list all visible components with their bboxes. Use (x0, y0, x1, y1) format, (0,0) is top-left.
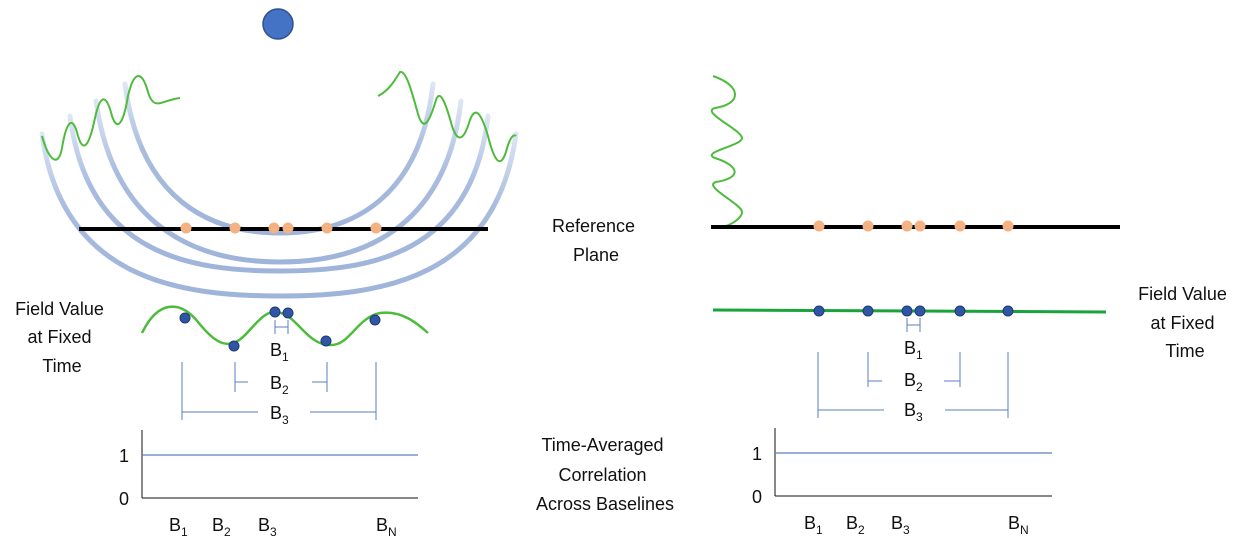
antennas-left (180, 222, 382, 234)
x-tick-b3: B3 (891, 513, 910, 537)
sample-dot (269, 306, 281, 318)
antennas-right (813, 220, 1014, 232)
wavefront-arc-3 (67, 113, 491, 274)
x-tick-b2: B2 (212, 515, 231, 539)
sample-dot (901, 305, 913, 317)
y-tick-1: 1 (119, 446, 129, 466)
point-source (262, 8, 294, 40)
wavelet-left (41, 75, 181, 161)
field-wave-left (140, 305, 429, 347)
wavefront-arc-2 (93, 98, 464, 265)
antenna (813, 220, 825, 232)
antenna (370, 222, 382, 234)
field-samples-right (813, 305, 1014, 317)
baseline-b2-label: B2 (270, 373, 289, 397)
sample-dot (282, 307, 294, 319)
antenna (180, 222, 192, 234)
baseline-b3-label: B3 (270, 403, 289, 427)
antenna (914, 220, 926, 232)
baseline-b1-label: B1 (270, 340, 289, 364)
wavelet-vertical (710, 75, 744, 227)
wavelet-right (377, 71, 517, 163)
y-tick-1: 1 (752, 444, 762, 464)
y-tick-0: 0 (119, 489, 129, 509)
sample-dot (179, 312, 191, 324)
x-tick-b1: B1 (804, 513, 823, 537)
antenna (229, 222, 241, 234)
correlation-label: Time-Averaged Correlation Across Baselin… (536, 435, 674, 514)
field-samples-left (179, 306, 381, 352)
wavefront-arc-4 (39, 131, 519, 299)
baseline-b2-label: B2 (904, 370, 923, 394)
sample-dot (954, 305, 966, 317)
baseline-b1-bracket (274, 320, 289, 334)
baseline-brackets-left (181, 320, 377, 420)
baseline-b3-bracket (181, 362, 377, 420)
baseline-b2-bracket (234, 362, 328, 392)
antenna (268, 222, 280, 234)
correlation-plot-right: 1 0 B1 B2 B3 BN (752, 428, 1052, 537)
antenna (282, 222, 294, 234)
baseline-brackets-right (817, 318, 1009, 418)
wavelets (41, 71, 517, 163)
antenna (901, 220, 913, 232)
sample-dot (813, 305, 825, 317)
x-tick-bn: BN (1008, 513, 1029, 537)
sample-dot (228, 340, 240, 352)
reference-plane-label: Reference Plane (552, 216, 640, 265)
y-tick-0: 0 (752, 487, 762, 507)
wavefront-arc-1 (122, 81, 436, 236)
field-value-label-right: Field Value at Fixed Time (1138, 284, 1232, 361)
right-panel: Field Value at Fixed Time B1 B2 B3 1 0 B… (710, 75, 1232, 537)
antenna (1002, 220, 1014, 232)
x-tick-b2: B2 (846, 513, 865, 537)
field-value-label-left: Field Value at Fixed Time (15, 299, 109, 376)
baseline-b3-bracket (817, 352, 1009, 418)
antenna (321, 222, 333, 234)
antenna (954, 220, 966, 232)
x-tick-b3: B3 (258, 515, 277, 539)
baseline-b3-label: B3 (904, 400, 923, 424)
baseline-b1-bracket (906, 318, 921, 332)
sample-dot (862, 305, 874, 317)
spherical-wavefronts (39, 81, 519, 299)
sample-dot (369, 314, 381, 326)
plane-wavefronts (713, 109, 1126, 204)
sample-dot (320, 335, 332, 347)
correlation-plot-left: 1 0 B1 B2 B3 BN (119, 430, 418, 539)
antenna (862, 220, 874, 232)
left-panel: Field Value at Fixed Time B1 B2 B3 (15, 8, 519, 539)
sample-dot (914, 305, 926, 317)
x-tick-bn: BN (376, 515, 397, 539)
baseline-b1-label: B1 (904, 338, 923, 362)
baseline-b2-bracket (867, 352, 961, 387)
sample-dot (1002, 305, 1014, 317)
x-tick-b1: B1 (169, 515, 188, 539)
